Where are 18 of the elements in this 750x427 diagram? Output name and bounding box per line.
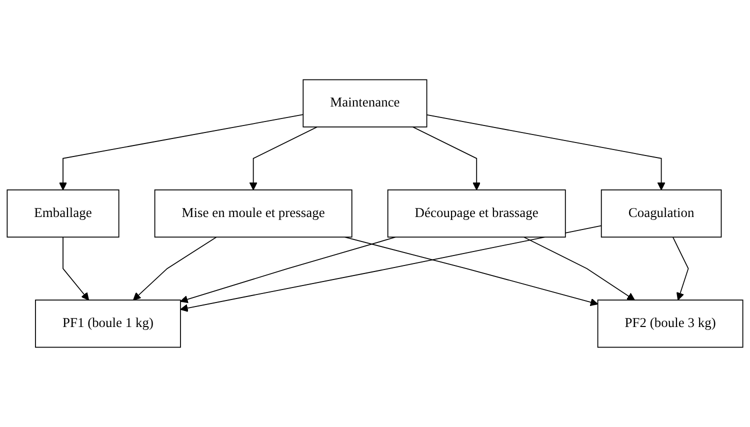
- arrow: [59, 114, 304, 190]
- arrow: [180, 236, 396, 304]
- node-box: PF1 (boule 1 kg): [35, 300, 181, 348]
- arrow: [180, 225, 602, 312]
- node-box: PF2 (boule 3 kg): [597, 300, 744, 348]
- node-box: Mise en moule et pressage: [154, 189, 352, 238]
- arrow: [672, 236, 689, 300]
- node-box: Emballage: [6, 189, 120, 238]
- node-box: Coagulation: [600, 189, 722, 238]
- arrow: [523, 236, 635, 300]
- arrow: [249, 126, 318, 190]
- arrow: [426, 114, 666, 190]
- arrow: [132, 236, 217, 300]
- node-box: Découpage et brassage: [387, 189, 566, 238]
- arrow: [344, 236, 598, 306]
- arrow: [62, 236, 90, 300]
- arrow: [412, 126, 481, 190]
- node-box: Maintenance: [302, 79, 428, 128]
